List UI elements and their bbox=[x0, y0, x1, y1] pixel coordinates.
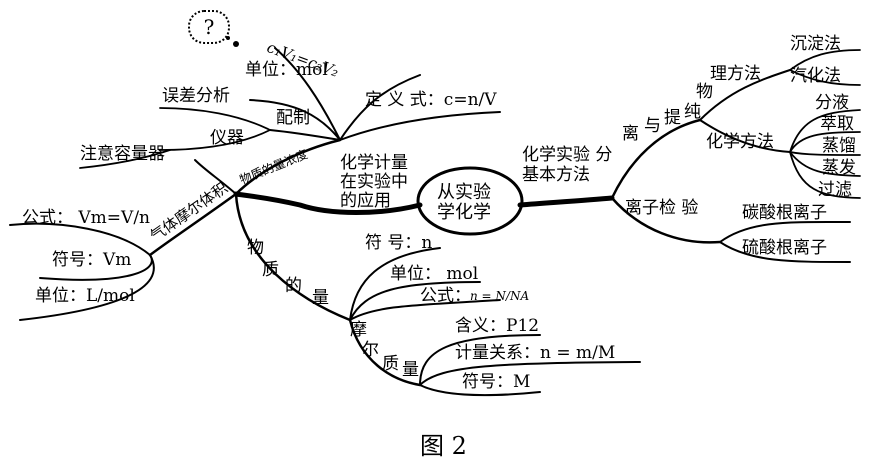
ion-carbonate: 碳酸根离子 bbox=[742, 203, 827, 223]
amount-label-char-4: 量 bbox=[312, 288, 329, 308]
amount-formula: n = N/NA bbox=[470, 289, 530, 303]
physical-method: 理方法 bbox=[710, 64, 761, 84]
preparation: 配制 bbox=[276, 108, 310, 128]
left-title-line-2: 在实验中 bbox=[340, 172, 408, 193]
amount-label-char-3: 的 bbox=[285, 276, 302, 296]
method-filtration: 过滤 bbox=[818, 180, 852, 200]
right-title-line-1: 化学实验 分 bbox=[522, 145, 613, 165]
unknown-bubble: ? bbox=[188, 10, 230, 44]
separation-char-1: 离 bbox=[622, 124, 639, 144]
molar-mass-char-3: 质 bbox=[382, 354, 399, 374]
ion-sulfate: 硫酸根离子 bbox=[742, 238, 827, 258]
amount-symbol: 符 号：n bbox=[365, 233, 433, 253]
separation-char-2: 与 bbox=[644, 116, 661, 136]
right-branch-title: 化学实验 分 基本方法 bbox=[522, 145, 613, 185]
trunk-left bbox=[233, 191, 423, 215]
center-line-1: 从实验 bbox=[437, 182, 491, 203]
molar-mass-char-2: 尔 bbox=[362, 340, 379, 360]
separation-char-4: 纯 bbox=[684, 102, 701, 122]
concentration-unit: 单位：mol bbox=[245, 60, 328, 80]
left-title-line-1: 化学计量 bbox=[340, 153, 408, 173]
method-gasification: 汽化法 bbox=[790, 66, 841, 86]
trunk-right bbox=[517, 195, 615, 208]
left-title-line-3: 的应用 bbox=[340, 191, 391, 212]
instrument: 仪器 bbox=[210, 128, 244, 148]
volumetric-flask-note: 注意容量器 bbox=[80, 144, 165, 164]
center-oval bbox=[416, 166, 524, 236]
molar-mass-char-1: 摩 bbox=[350, 320, 367, 340]
center-topic: 从实验 学化学 bbox=[437, 183, 491, 223]
figure-caption: 图 2 bbox=[420, 432, 467, 460]
chemical-method: 化学方法 bbox=[706, 132, 774, 152]
method-distillation: 蒸馏 bbox=[822, 136, 856, 156]
method-liquid-separation: 分液 bbox=[815, 93, 849, 113]
left-branch-title: 化学计量 在实验中 的应用 bbox=[340, 153, 408, 212]
concentration-definition: 定 义 式：c=n/V bbox=[365, 90, 497, 110]
molar-volume-symbol: 符号：Vm bbox=[52, 250, 132, 270]
center-line-2: 学化学 bbox=[437, 201, 491, 223]
amount-unit: 单位： mol bbox=[390, 264, 479, 284]
molar-mass-relation: 计量关系：n = m/M bbox=[455, 343, 616, 363]
method-extraction: 萃取 bbox=[820, 114, 854, 134]
physical-method-char: 物 bbox=[696, 82, 713, 102]
separation-char-3: 提 bbox=[664, 108, 681, 128]
molar-mass-char-4: 量 bbox=[402, 360, 419, 380]
molar-mass-meaning: 含义：P12 bbox=[455, 316, 540, 336]
error-analysis: 误差分析 bbox=[162, 86, 230, 106]
method-evaporation: 蒸发 bbox=[822, 158, 856, 178]
right-title-line-2: 基本方法 bbox=[522, 164, 590, 185]
amount-formula-prefix: 公式： bbox=[420, 286, 471, 306]
method-precipitation: 沉淀法 bbox=[790, 34, 841, 54]
amount-label-char-2: 质 bbox=[262, 260, 279, 280]
molar-volume-formula: 公式： Vm=V/n bbox=[22, 208, 150, 228]
molar-volume-unit: 单位：L/mol bbox=[35, 286, 135, 306]
molar-mass-symbol: 符号：M bbox=[462, 372, 531, 392]
ion-test-label: 离子检 验 bbox=[625, 198, 699, 218]
amount-label-char-1: 物 bbox=[247, 238, 264, 258]
unknown-mark: ? bbox=[203, 15, 215, 39]
